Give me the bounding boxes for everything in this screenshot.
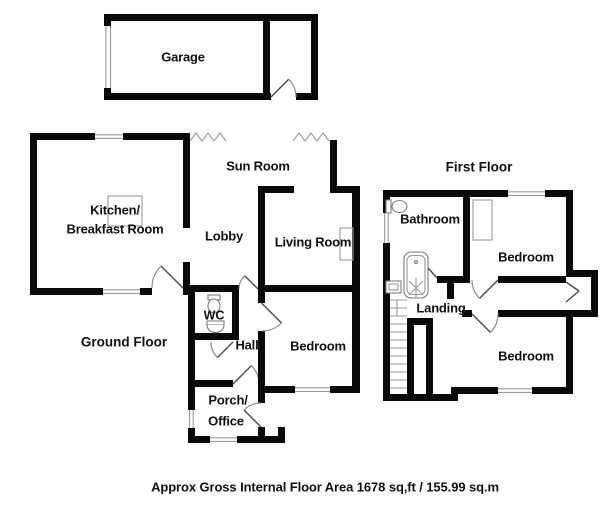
window-icon [383, 213, 390, 243]
door-swing-icon [151, 265, 184, 289]
door-swing-icon [471, 279, 499, 299]
porch-label-line1: Porch/ [208, 393, 248, 408]
garage-door-icon [105, 26, 112, 88]
back-bedroom-label: Bedroom [498, 349, 554, 364]
floor-area-footer: Approx Gross Internal Floor Area 1678 sq… [151, 480, 499, 495]
first-floor-plan: First Floor Bathroom Bedroom Landing Bed… [383, 160, 598, 401]
basin-icon [385, 280, 402, 294]
garage-label: Garage [161, 50, 205, 65]
sun-room-walls [330, 140, 360, 193]
bathtub-icon [403, 251, 429, 299]
first-floor-title: First Floor [446, 160, 513, 175]
kitchen-label-line1: Kitchen/ [90, 203, 140, 218]
door-swing-icon [210, 341, 234, 359]
chimney-breast-icon [339, 227, 354, 261]
garage-walls [104, 14, 318, 100]
sun-room-label: Sun Room [226, 159, 289, 174]
front-bedroom-label: Bedroom [498, 250, 554, 265]
ground-bedroom-walls [258, 285, 360, 403]
hall-wc-walls [188, 285, 239, 443]
sun-room-open-boundary-icon [189, 132, 330, 142]
window-icon [498, 387, 532, 394]
kitchen-island-icon [107, 195, 143, 227]
window-icon [295, 386, 330, 393]
built-in-cupboard-icon [472, 199, 493, 241]
door-swing-icon [471, 313, 499, 333]
door-swing-icon [232, 365, 260, 385]
toilet-icon [207, 294, 221, 314]
door-swing-icon [243, 402, 262, 428]
first-floor-outer-walls [383, 190, 598, 401]
staircase-icon [390, 299, 407, 389]
cupboard-door-icon [565, 281, 580, 303]
window-icon [210, 436, 237, 443]
ground-floor-title: Ground Floor [81, 335, 168, 350]
ground-floor-plan: Kitchen/ Breakfast Room Sun Room Living … [30, 132, 360, 443]
window-icon [103, 288, 140, 295]
basin-icon [206, 320, 225, 333]
door-swing-icon [261, 302, 282, 332]
toilet-icon [385, 199, 408, 214]
landing-label: Landing [416, 301, 465, 316]
garage-room: Garage [104, 14, 318, 100]
porch-walls [188, 403, 285, 443]
bathroom-label: Bathroom [400, 212, 460, 227]
kitchen-walls [30, 133, 190, 295]
kitchen-label-line2: Breakfast Room [67, 222, 164, 237]
door-swing-icon [270, 78, 297, 98]
window-icon [188, 410, 195, 428]
wc-label: WC [204, 309, 225, 323]
window-icon [508, 190, 545, 197]
first-floor-interior-walls [407, 197, 566, 401]
window-icon [95, 133, 123, 140]
hall-label: Hall [235, 338, 258, 353]
porch-label-line2: Office [208, 414, 244, 429]
lobby-label: Lobby [205, 229, 244, 244]
living-room-label: Living Room [275, 235, 352, 250]
ground-bedroom-label: Bedroom [290, 339, 346, 354]
door-swing-icon [238, 275, 259, 290]
